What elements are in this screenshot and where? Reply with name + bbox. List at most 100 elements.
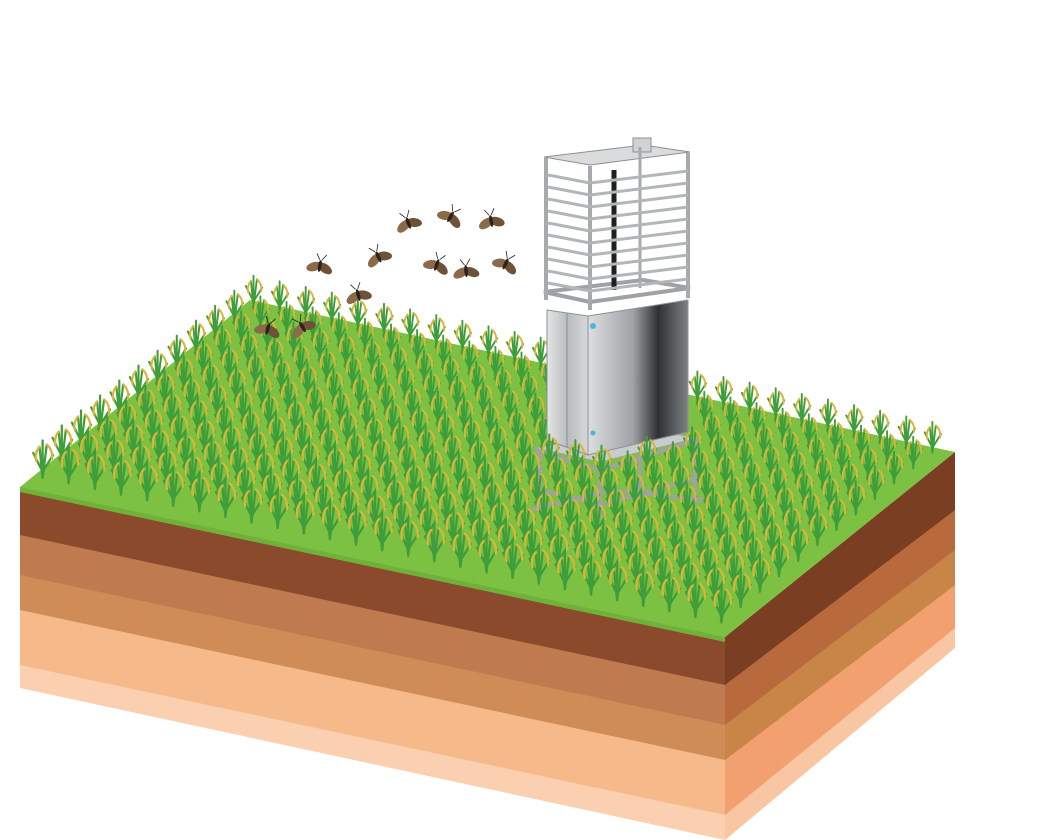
rice-plant	[689, 446, 710, 483]
rice-plant	[338, 485, 361, 525]
rice-plant	[800, 489, 821, 526]
rice-plant	[329, 312, 349, 346]
rice-plant	[402, 384, 423, 421]
moth	[291, 313, 316, 338]
cabinet-side	[587, 299, 689, 456]
rice-plant	[897, 415, 916, 449]
rice-plant	[70, 409, 93, 448]
rice-plant	[449, 528, 472, 569]
rice-plant	[540, 509, 563, 549]
rice-plant	[435, 411, 456, 448]
rice-plant	[598, 465, 620, 502]
rice-plant	[501, 463, 522, 501]
rice-plant	[135, 385, 157, 423]
rice-plant	[474, 381, 494, 416]
rice-plant	[560, 494, 582, 533]
rice-plant	[109, 379, 131, 417]
rice-plant	[311, 403, 332, 441]
rice-plant	[684, 578, 707, 619]
rice-plant	[826, 495, 847, 532]
soil-side-layer-5	[725, 620, 955, 840]
rice-plant	[521, 524, 544, 564]
rice-plant	[819, 398, 838, 432]
rice-plant	[742, 533, 764, 572]
rice-plant	[767, 387, 786, 421]
rice-plant	[695, 390, 715, 425]
rice-plant	[129, 441, 152, 481]
rice-plant	[232, 310, 252, 345]
rice-plant	[762, 519, 783, 557]
rice-plant	[370, 435, 392, 473]
rice-plant	[253, 448, 275, 487]
rice-plant	[427, 314, 446, 347]
rice-plant	[266, 413, 287, 451]
rice-plant	[462, 492, 484, 532]
rice-plant	[142, 405, 164, 444]
cage-slat-side	[589, 241, 689, 257]
rice-plant	[645, 531, 667, 571]
rice-plant	[123, 420, 145, 460]
rice-plant	[443, 507, 465, 548]
rice-plant	[409, 405, 430, 442]
cage-slat-side	[589, 169, 689, 185]
rice-plant	[298, 362, 318, 398]
rice-plant	[208, 457, 230, 497]
cage-slat-side	[589, 217, 689, 233]
rice-plant	[507, 483, 529, 522]
rice-plant	[740, 381, 760, 415]
rice-plant	[519, 372, 539, 407]
rice-plant	[487, 422, 508, 459]
rice-plant	[500, 386, 520, 422]
rice-plant	[794, 469, 814, 505]
rice-plant	[272, 433, 294, 472]
cage-slat-front	[547, 185, 591, 197]
rice-plant	[832, 439, 852, 474]
soil-side-layer-4	[725, 575, 955, 815]
rice-plant	[375, 302, 394, 336]
cage-slat-front	[547, 197, 591, 209]
cage-slat-front	[547, 257, 591, 269]
rice-plant	[599, 541, 622, 581]
rice-plant	[304, 383, 325, 420]
cage-slat-front	[547, 173, 591, 185]
rice-plant	[714, 376, 734, 409]
rice-plant	[363, 414, 385, 452]
rice-plant	[155, 446, 178, 486]
rice-plant	[182, 452, 204, 492]
rice-plant	[417, 502, 439, 542]
rice-plant	[716, 528, 738, 567]
rice-plant	[664, 517, 686, 555]
rice-plant	[251, 295, 271, 329]
rice-plant	[285, 398, 306, 435]
rice-plant	[369, 358, 389, 394]
rice-plant	[323, 291, 342, 325]
rice-plant	[723, 548, 745, 588]
rice-plant	[453, 319, 472, 353]
rice-plant	[77, 429, 100, 470]
rice-plant	[787, 448, 807, 484]
rice-plant	[233, 386, 254, 424]
rice-plant	[293, 494, 316, 535]
rice-plant	[846, 480, 866, 516]
rice-plant	[448, 452, 470, 490]
rice-plant	[697, 543, 719, 582]
rice-plant	[206, 304, 225, 339]
rice-plant	[638, 511, 660, 550]
rice-plant	[479, 325, 499, 359]
rice-plant	[572, 459, 594, 497]
rice-plant	[149, 426, 171, 465]
rice-plant	[696, 467, 717, 504]
rice-plant	[110, 456, 133, 496]
rice-plant	[624, 470, 646, 508]
rice-plant	[736, 513, 757, 551]
rice-plant	[565, 439, 586, 476]
soil-block	[20, 452, 955, 840]
rice-plant	[421, 370, 442, 405]
moth	[437, 203, 462, 228]
rice-plant	[506, 407, 527, 443]
rice-plant	[547, 530, 570, 570]
rice-plant	[774, 483, 795, 520]
rice-plant	[722, 472, 743, 509]
rice-plant	[356, 394, 377, 431]
rice-plant	[234, 463, 256, 503]
